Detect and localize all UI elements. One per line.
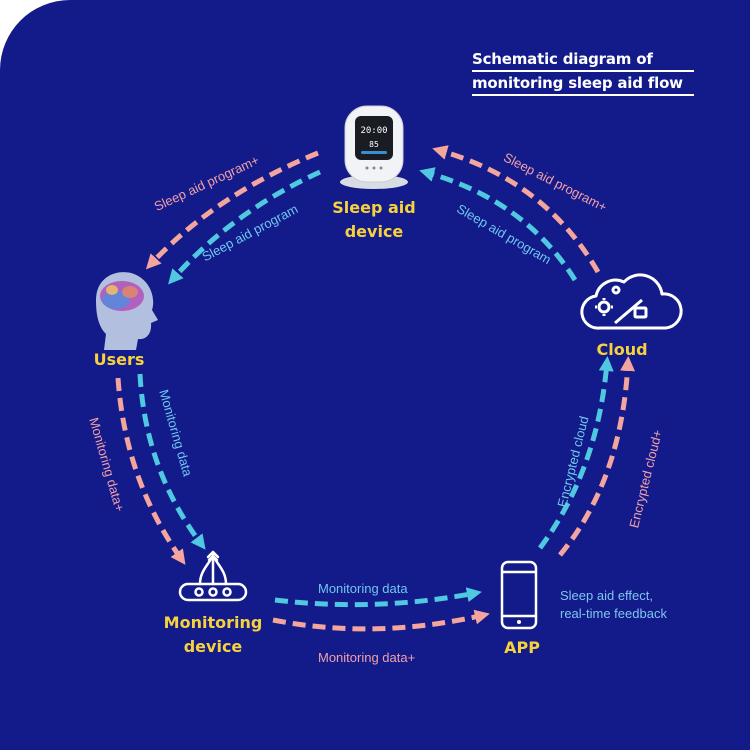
- app-feedback-line-2: real-time feedback: [560, 606, 667, 621]
- sleep-aid-device-label: Sleep aid device: [322, 196, 426, 244]
- device-screen-time: 20:00: [360, 126, 387, 136]
- monitoring-device-label-line-2: device: [183, 637, 243, 656]
- arrow-users-to-monitor: [137, 373, 206, 550]
- arrow-users-to-monitor-plus: [115, 377, 186, 565]
- sleep-aid-device-label-line-2: device: [344, 222, 404, 241]
- cloud-icon: [580, 273, 683, 330]
- arrow-device-to-users-plus: [145, 150, 319, 270]
- app-label: APP: [504, 638, 540, 657]
- monitoring-device-label-line-1: Monitoring: [163, 613, 263, 632]
- arrow-cloud-to-device-plus: [432, 145, 601, 274]
- users-label: Users: [93, 350, 145, 369]
- app-feedback-line-1: Sleep aid effect,: [560, 588, 653, 603]
- cloud-label: Cloud: [596, 340, 648, 359]
- app-phone-icon: [500, 560, 538, 630]
- sleep-aid-device-label-line-1: Sleep aid: [332, 198, 416, 217]
- arrow-device-to-users: [168, 169, 322, 285]
- arrow-monitor-to-app-plus: [272, 609, 490, 632]
- user-head-icon: [96, 272, 158, 350]
- device-screen-value: 85: [369, 140, 379, 149]
- diagram-title-line-1: Schematic diagram of: [472, 50, 694, 72]
- app-feedback-text: Sleep aid effect, real-time feedback: [560, 587, 710, 623]
- arrow-cloud-to-device: [419, 167, 578, 282]
- arrow-app-to-cloud: [537, 356, 614, 550]
- flow-label-monitor-to-app: Monitoring data: [318, 581, 408, 596]
- arrow-monitor-to-app: [274, 587, 482, 608]
- arrow-app-to-cloud-plus: [558, 356, 636, 557]
- sleep-aid-device-icon: 20:00 85: [340, 105, 408, 189]
- diagram-title-line-2: monitoring sleep aid flow: [472, 74, 694, 96]
- monitoring-device-icon: [178, 550, 248, 602]
- flow-label-monitor-to-app-plus: Monitoring data+: [318, 650, 416, 665]
- monitoring-device-label: Monitoring device: [148, 611, 278, 659]
